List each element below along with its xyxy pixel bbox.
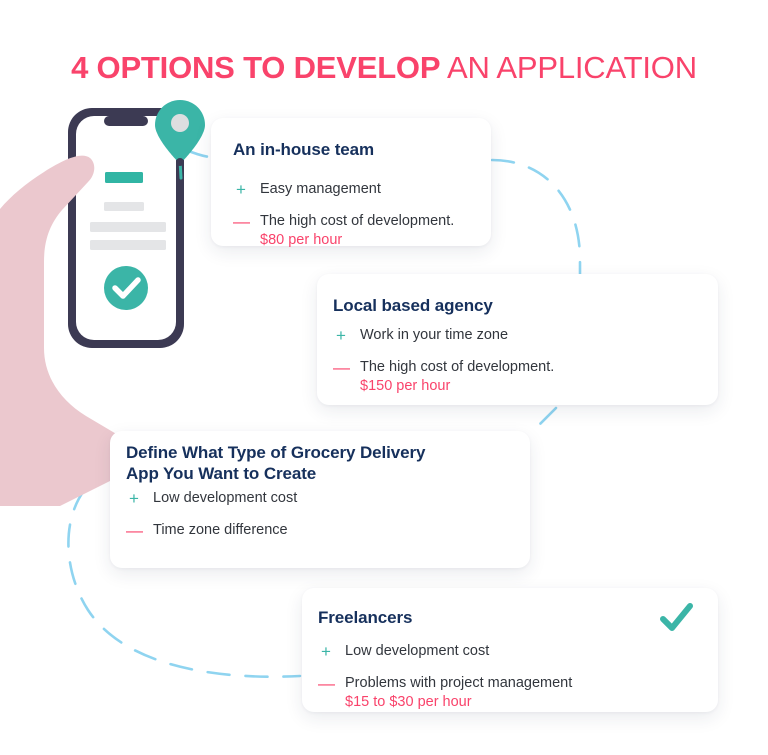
option-card-local-based-agency[interactable]: Local based agency + Work in your time z… — [317, 274, 718, 405]
bullet-text: Low development cost — [345, 643, 490, 659]
plus-icon: + — [236, 180, 246, 199]
price-label: $80 per hour — [260, 232, 343, 248]
hand-holding-phone-illustration — [0, 100, 205, 506]
option-card-in-house-team[interactable]: An in-house team + Easy management — The… — [211, 118, 491, 248]
plus-icon: + — [129, 489, 139, 508]
bullet-pro: + Low development cost — [318, 642, 572, 661]
card-title: Define What Type of Grocery Delivery App… — [126, 443, 426, 483]
page-title-strong: 4 OPTIONS TO DEVELOP — [71, 49, 441, 85]
connector-2-3 — [533, 406, 558, 431]
connector-1-2 — [490, 158, 582, 292]
card-title: Freelancers — [318, 608, 413, 627]
card-bullet-list: + Work in your time zone — The high cost… — [333, 326, 554, 396]
screen-gray-bar-1 — [104, 202, 144, 211]
minus-icon: — — [233, 212, 250, 231]
bullet-con: — Problems with project management $15 t… — [318, 674, 572, 712]
price-label: $150 per hour — [360, 378, 451, 394]
hand-holding-icon — [0, 155, 141, 506]
bullet-text: Easy management — [260, 181, 381, 197]
card-bullet-list: + Low development cost — Time zone diffe… — [126, 489, 297, 540]
map-pin-icon — [155, 100, 205, 180]
plus-icon: + — [336, 326, 346, 345]
plus-icon: + — [321, 642, 331, 661]
price-label: $15 to $30 per hour — [345, 694, 472, 710]
card-title: Local based agency — [333, 296, 493, 315]
bullet-text: Problems with project management — [345, 675, 573, 691]
card-bullet-list: + Easy management — The high cost of dev… — [233, 180, 454, 250]
option-card-freelancers[interactable]: Freelancers + Low development cost — Pro… — [302, 588, 718, 712]
bullet-text: Work in your time zone — [360, 327, 509, 343]
bullet-pro: + Easy management — [233, 180, 454, 199]
minus-icon: — — [126, 521, 143, 540]
page-title-light: AN APPLICATION — [440, 49, 697, 85]
minus-icon: — — [333, 358, 350, 377]
minus-icon: — — [318, 674, 335, 693]
bullet-pro: + Work in your time zone — [333, 326, 554, 345]
screen-gray-bar-2 — [90, 222, 166, 232]
bullet-text: Low development cost — [153, 490, 298, 506]
page-title: 4 OPTIONS TO DEVELOP AN APPLICATION — [0, 49, 768, 87]
bullet-con: — Time zone difference — [126, 521, 297, 540]
bullet-con: — The high cost of development. $150 per… — [333, 358, 554, 396]
screen-gray-bar-3 — [90, 240, 166, 250]
bullet-text: The high cost of development. — [360, 359, 555, 375]
bullet-text: Time zone difference — [153, 522, 288, 538]
smartphone-icon — [68, 108, 184, 348]
option-card-define-app-type[interactable]: Define What Type of Grocery Delivery App… — [110, 431, 530, 568]
card-bullet-list: + Low development cost — Problems with p… — [318, 642, 572, 712]
card-title: An in-house team — [233, 140, 375, 159]
bullet-con: — The high cost of development. $80 per … — [233, 212, 454, 250]
bullet-text: The high cost of development. — [260, 213, 455, 229]
screen-teal-bar — [105, 172, 143, 183]
bullet-pro: + Low development cost — [126, 489, 297, 508]
checkmark-icon — [660, 603, 693, 631]
check-circle-icon — [104, 266, 148, 310]
